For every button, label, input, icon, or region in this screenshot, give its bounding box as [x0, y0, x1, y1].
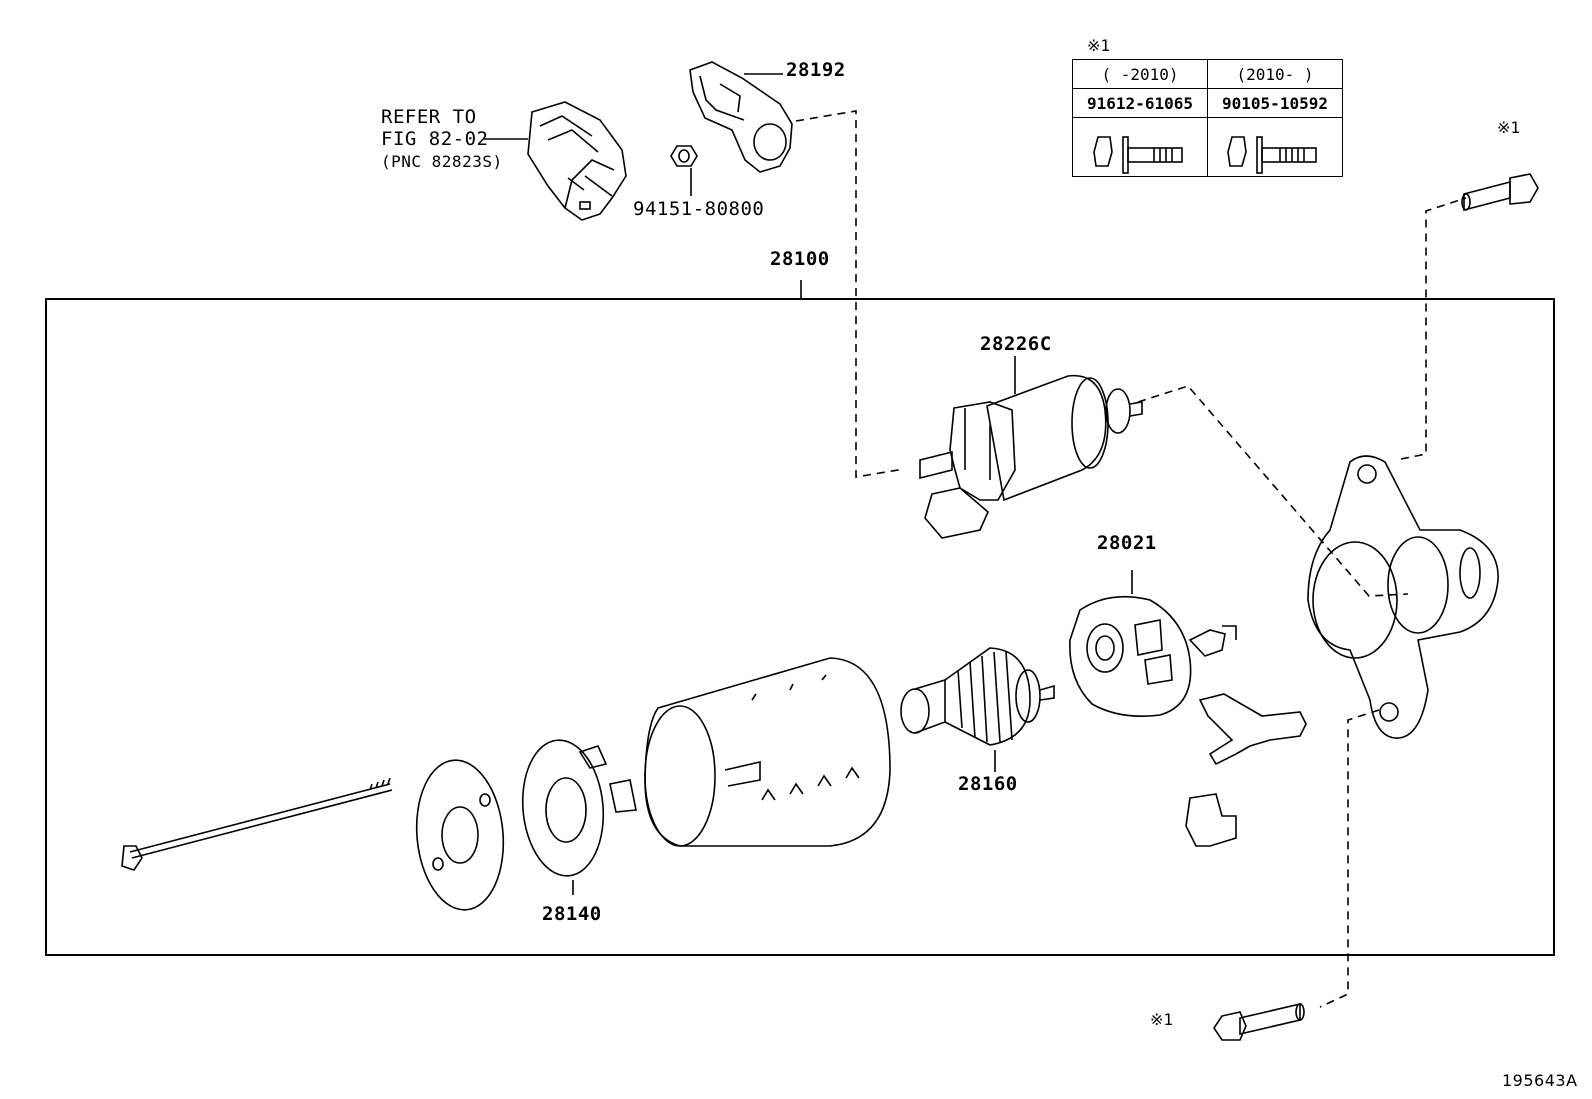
note-col2-part[interactable]: 90105-10592	[1207, 88, 1343, 118]
note-col2-header: (2010- )	[1207, 59, 1343, 89]
part-28140-end-frame	[521, 739, 637, 895]
part-28192-bracket	[689, 61, 793, 173]
assembly-frame	[45, 298, 1555, 956]
bolt-lower	[1213, 1002, 1305, 1041]
yoke-part	[644, 657, 891, 847]
label-28140[interactable]: 28140	[542, 903, 602, 925]
label-28100[interactable]: 28100	[770, 248, 830, 270]
connector-part	[484, 101, 627, 221]
label-28160[interactable]: 28160	[958, 773, 1018, 795]
part-28021-brush-holder	[1069, 570, 1237, 717]
housing-part	[1307, 455, 1499, 739]
label-28021[interactable]: 28021	[1097, 532, 1157, 554]
bolt-upper-mark: ※1	[1497, 118, 1521, 137]
note-table: ( -2010) (2010- ) 91612-61065 90105-1059…	[1072, 59, 1343, 177]
dashed-connectors	[795, 110, 1467, 1008]
note-mark: ※1	[1087, 36, 1111, 55]
refer-line-3: (PNC 82823S)	[381, 152, 503, 171]
note-col2-picture-cell	[1207, 117, 1343, 177]
bolt-lower-mark: ※1	[1150, 1010, 1174, 1029]
diagram-id-code: 195643A	[1502, 1071, 1578, 1090]
nut-94151	[670, 145, 698, 196]
plate-part	[1185, 793, 1237, 847]
note-col1-picture-cell	[1072, 117, 1208, 177]
shift-lever	[1198, 693, 1307, 766]
refer-line-1: REFER TO	[381, 106, 477, 128]
part-28226c-solenoid	[919, 356, 1143, 539]
label-28192[interactable]: 28192	[786, 59, 846, 81]
label-94151-80800[interactable]: 94151-80800	[633, 198, 765, 220]
bolt-upper	[1461, 173, 1539, 212]
note-col1-part[interactable]: 91612-61065	[1072, 88, 1208, 118]
through-bolt	[121, 777, 393, 871]
part-28160-armature	[900, 647, 1055, 772]
end-cover-part	[415, 759, 505, 911]
note-col1-header: ( -2010)	[1072, 59, 1208, 89]
refer-line-2[interactable]: FIG 82-02	[381, 128, 489, 150]
label-28226c[interactable]: 28226C	[980, 333, 1052, 355]
